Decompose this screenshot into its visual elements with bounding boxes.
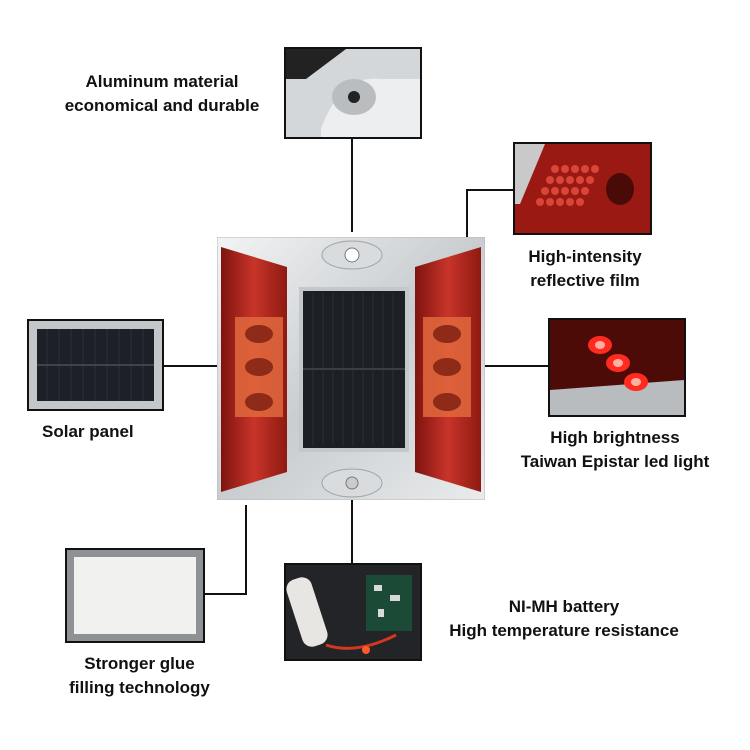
solar-panel-thumbnail	[27, 319, 164, 411]
battery-label-line2: High temperature resistance	[449, 621, 679, 640]
solar-label-line1: Solar panel	[42, 422, 134, 441]
led-label: High brightness Taiwan Epistar led light	[495, 426, 735, 474]
reflective-film-thumbnail	[513, 142, 652, 235]
solar-label: Solar panel	[42, 420, 162, 444]
led-label-line2: Taiwan Epistar led light	[520, 452, 710, 471]
aluminum-thumbnail	[284, 47, 422, 139]
led-label-line1: High brightness	[550, 428, 680, 447]
led-light-thumbnail	[548, 318, 686, 417]
aluminum-label: Aluminum material economical and durable	[52, 70, 272, 118]
glue-filling-thumbnail	[65, 548, 205, 643]
road-stud-product	[216, 236, 486, 501]
battery-thumbnail	[284, 563, 422, 661]
aluminum-label-line2: economical and durable	[64, 96, 260, 115]
reflective-label-line2: reflective film	[530, 271, 640, 290]
reflective-label-line1: High-intensity	[528, 247, 642, 266]
aluminum-label-line1: Aluminum material	[85, 72, 239, 91]
glue-label: Stronger glue filling technology	[52, 652, 227, 700]
glue-label-line1: Stronger glue	[84, 654, 195, 673]
battery-label-line1: NI-MH battery	[508, 597, 620, 616]
battery-label: NI-MH battery High temperature resistanc…	[428, 595, 700, 643]
reflective-label: High-intensity reflective film	[505, 245, 665, 293]
glue-label-line2: filling technology	[69, 678, 210, 697]
glue-line	[205, 505, 247, 595]
